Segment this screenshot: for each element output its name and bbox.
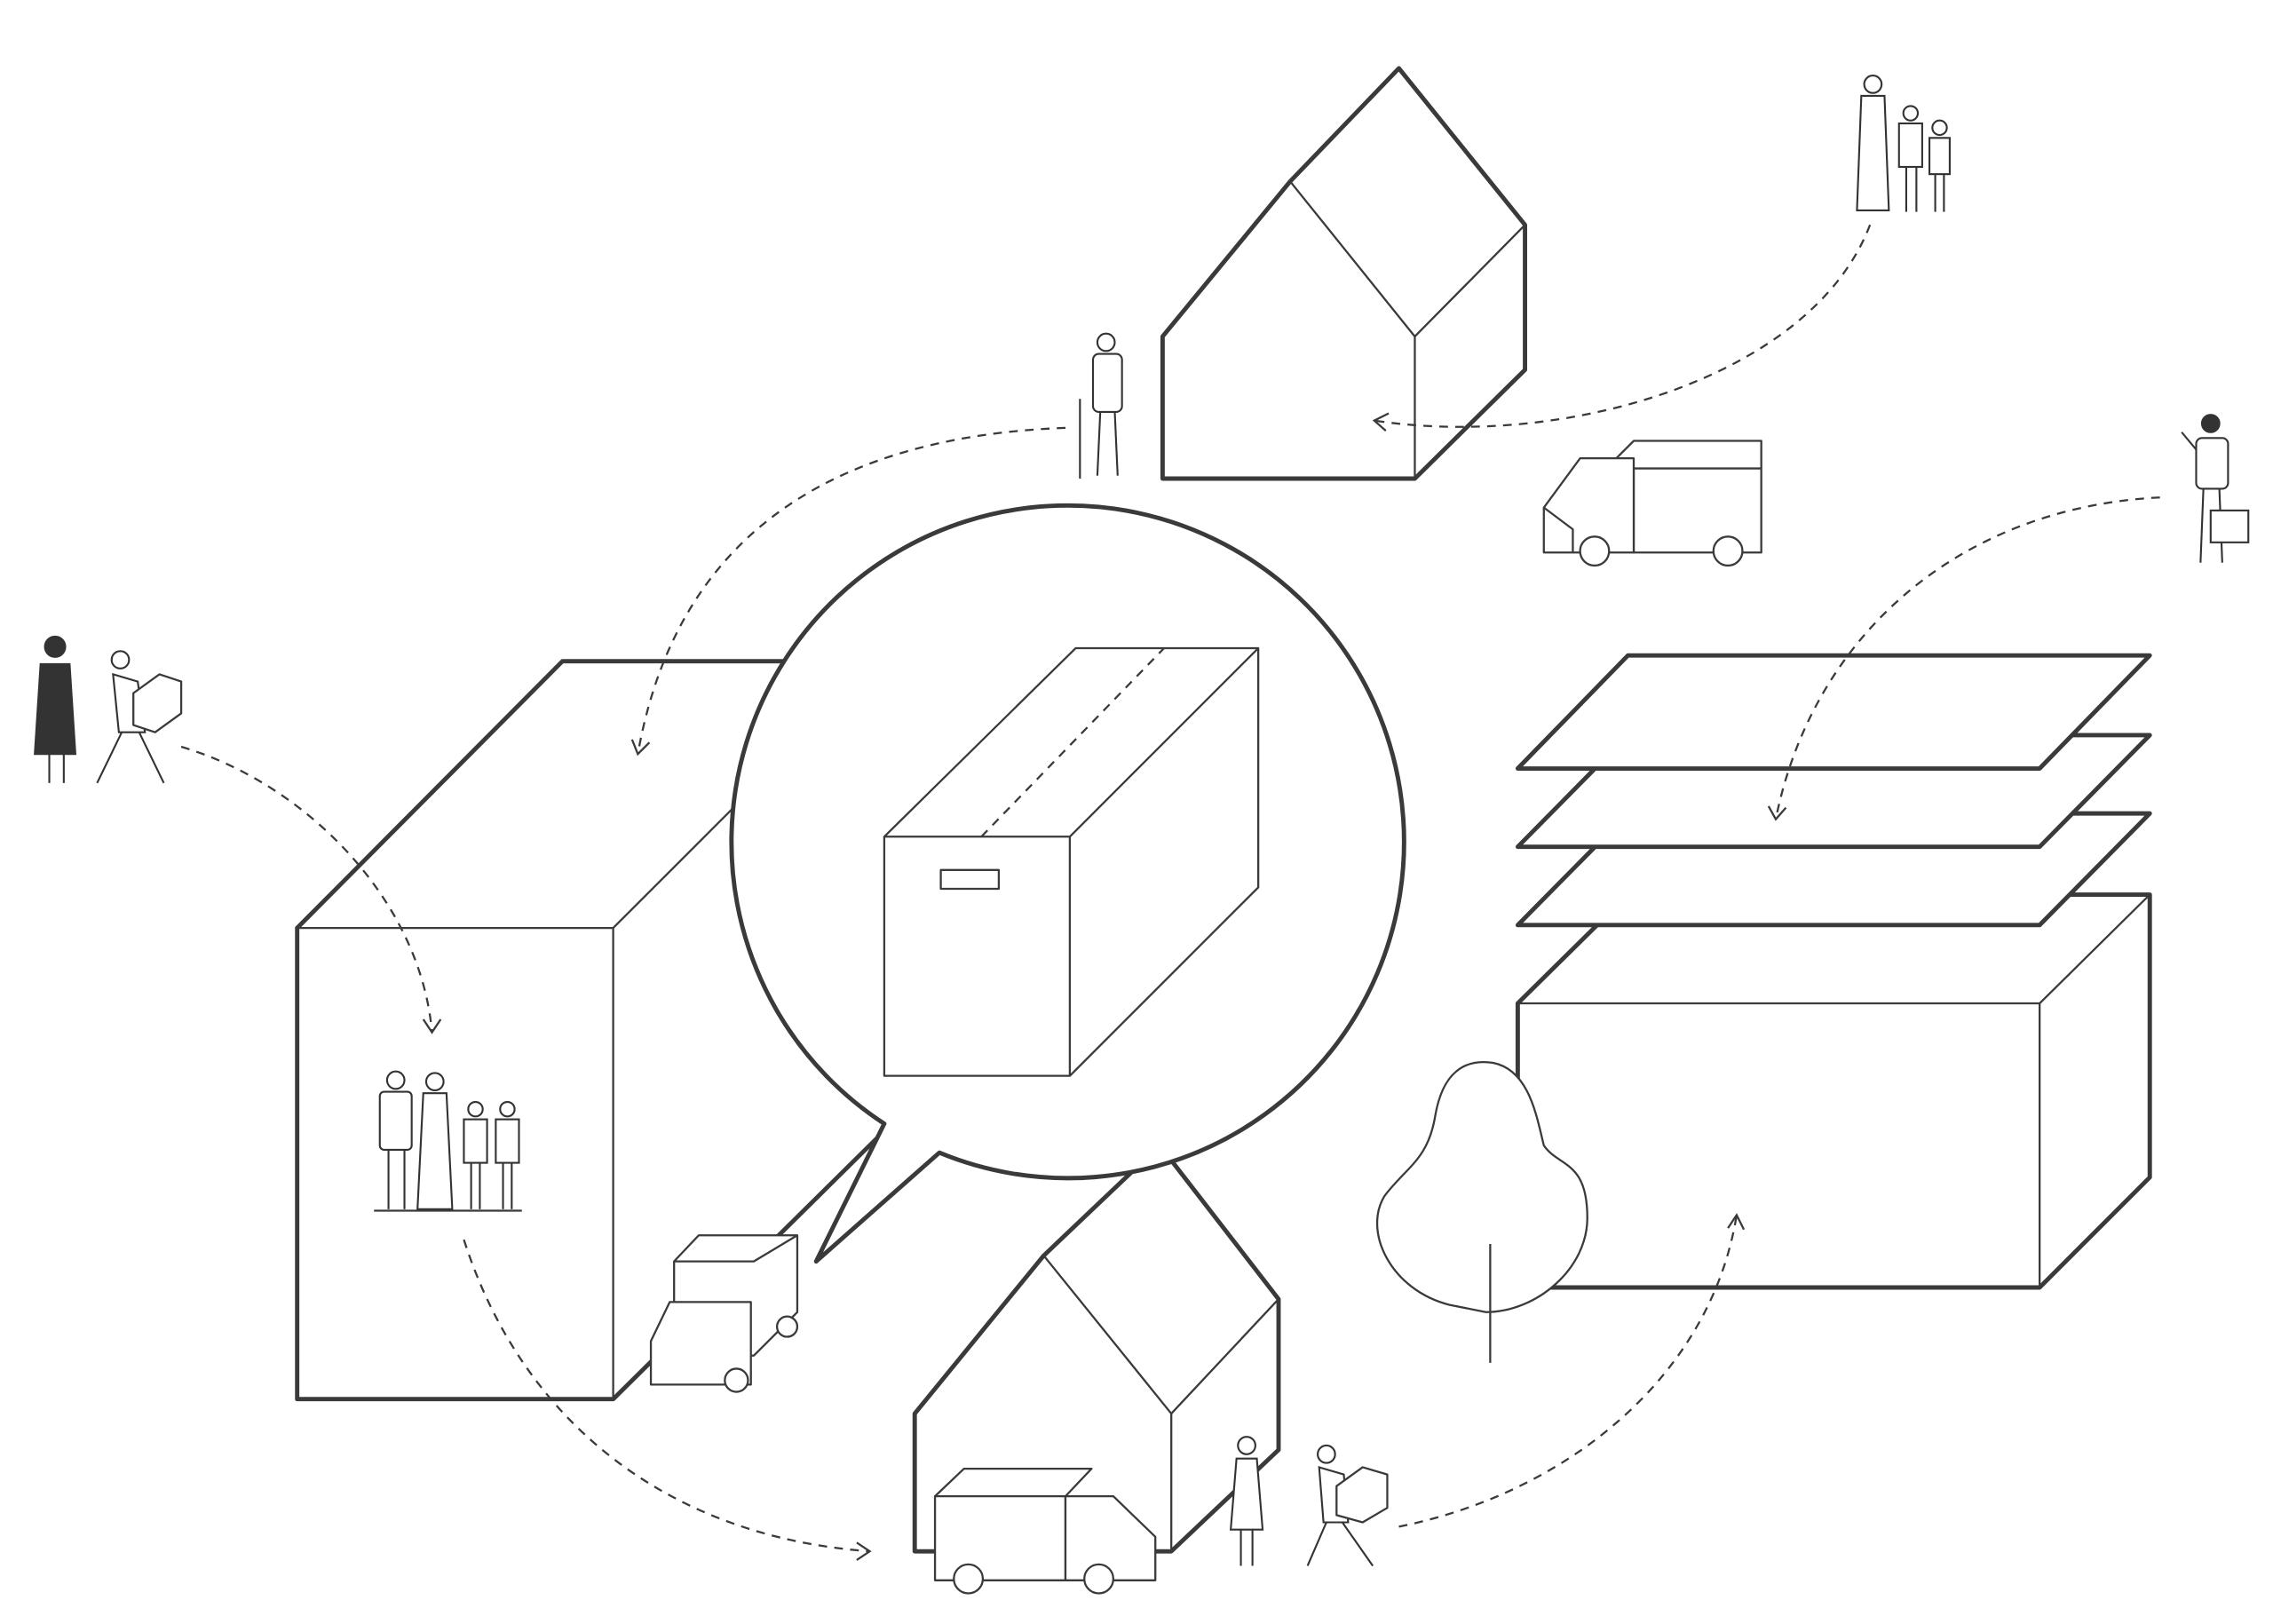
flow-arrow: [463, 1239, 872, 1561]
flow-arrow: [1398, 1213, 1746, 1528]
flow-arrow: [630, 426, 1066, 757]
stacked-floors-icon: [1515, 653, 2152, 928]
elderly-person-icon: [1079, 332, 1123, 479]
truck-icon: [649, 1234, 799, 1393]
family-icon: [1856, 75, 1951, 212]
truck-icon: [1542, 440, 1762, 567]
box-icon: [883, 646, 1260, 1077]
flow-arrow: [1767, 496, 2160, 821]
woman-icon: [1229, 1436, 1264, 1566]
person-with-briefcase-icon: [2181, 414, 2250, 563]
family-icon: [374, 1070, 522, 1212]
truck-icon: [933, 1467, 1157, 1595]
person-carrying-box-icon: [1306, 1444, 1389, 1567]
top-house: [1160, 66, 1527, 481]
bottom-house: [912, 1143, 1281, 1554]
new-building: [1515, 892, 2152, 1290]
flow-arrow: [180, 745, 442, 1034]
people-moving-icon: [34, 635, 183, 784]
tree-icon: [1375, 1061, 1588, 1363]
flow-arrow: [1372, 224, 1872, 432]
